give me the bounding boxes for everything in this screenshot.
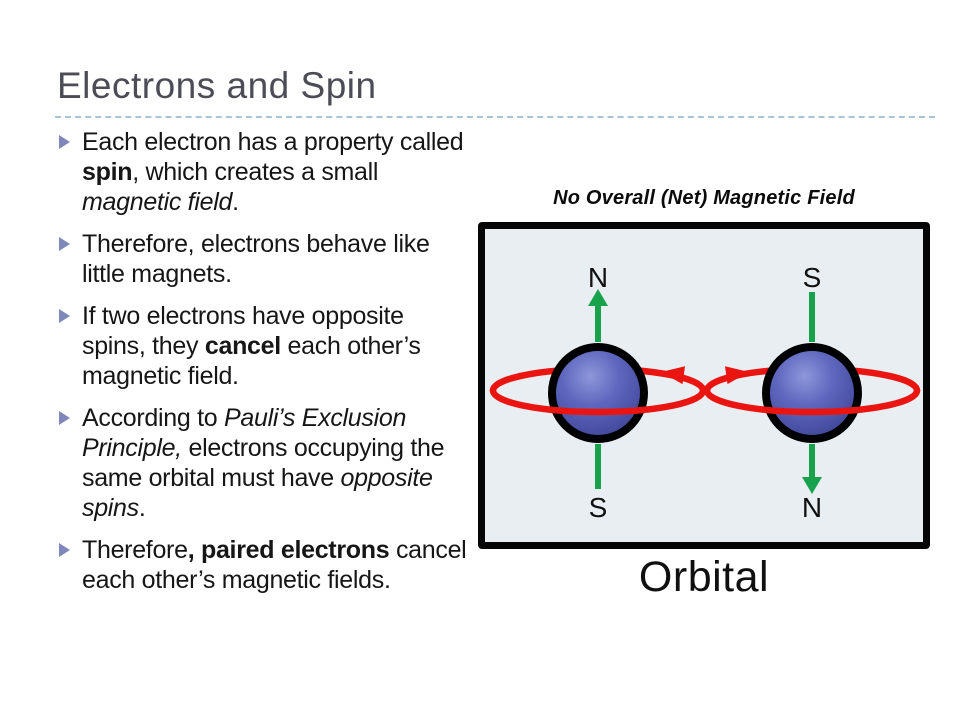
left-top-pole-label: N bbox=[588, 262, 608, 293]
left-spin-arc-front bbox=[489, 387, 707, 416]
bullet-segment: Each electron has a property called bbox=[82, 128, 464, 156]
bullet-segment: each other’s magnetic field. bbox=[82, 332, 421, 390]
bullet-segment: According to bbox=[82, 404, 225, 432]
left-electron: N S bbox=[489, 262, 707, 523]
bullet-segment: cancel each other’s magnetic fields. bbox=[82, 536, 467, 594]
right-electron-sphere bbox=[762, 343, 862, 443]
diagram-title: No Overall (Net) Magnetic Field bbox=[553, 187, 855, 209]
bullet-segment: electrons occupying the same orbital mus… bbox=[82, 434, 445, 492]
orbital-caption: Orbital bbox=[638, 553, 770, 601]
orbital-diagram-svg: N S S N bbox=[489, 262, 921, 523]
bullet-triangle-icon bbox=[59, 135, 70, 149]
bullet-item-2: Therefore, electrons behave like little … bbox=[57, 229, 473, 289]
left-spin-arrowhead-icon bbox=[661, 366, 686, 385]
bullet-item-4: According to Pauli’s Exclusion Principle… bbox=[57, 403, 473, 523]
right-down-arrowhead-icon bbox=[802, 477, 822, 494]
orbital-box: N S S N bbox=[478, 222, 930, 549]
bullet-segment: If two electrons have opposite spins, th… bbox=[82, 302, 404, 360]
bullet-segment-italic: Pauli’s Exclusion Principle, bbox=[82, 404, 407, 462]
bullet-segment: . bbox=[138, 494, 146, 522]
right-bottom-pole-label: N bbox=[802, 492, 822, 523]
right-electron: S N bbox=[703, 262, 921, 523]
bullet-text: Therefore, paired electrons cancel each … bbox=[82, 535, 473, 595]
title-divider bbox=[55, 116, 935, 118]
bullet-triangle-icon bbox=[59, 543, 70, 557]
bullet-segment-bold: spin bbox=[82, 158, 133, 186]
bullet-text: Therefore, electrons behave like little … bbox=[82, 229, 473, 289]
right-spin-arrowhead-icon bbox=[724, 366, 749, 385]
left-electron-sphere bbox=[548, 343, 648, 443]
bullet-segment: , which creates a small bbox=[132, 158, 379, 186]
bullet-text: Each electron has a property called spin… bbox=[82, 127, 473, 217]
bullet-item-1: Each electron has a property called spin… bbox=[57, 127, 473, 217]
bullet-triangle-icon bbox=[59, 237, 70, 251]
bullet-segment-italic: magnetic field bbox=[82, 188, 233, 216]
left-up-arrowhead-icon bbox=[588, 289, 608, 306]
bullet-segment-italic: opposite spins bbox=[82, 464, 433, 522]
bullet-item-3: If two electrons have opposite spins, th… bbox=[57, 301, 473, 391]
bullet-segment: Therefore bbox=[82, 536, 188, 564]
page-title: Electrons and Spin bbox=[57, 65, 377, 106]
bullet-segment-bold: cancel bbox=[204, 332, 281, 360]
bullet-segment: Therefore, electrons behave like little … bbox=[82, 230, 430, 288]
bullet-text: According to Pauli’s Exclusion Principle… bbox=[82, 403, 473, 523]
bullet-triangle-icon bbox=[59, 309, 70, 323]
bullet-segment-bold: , paired electrons bbox=[187, 536, 390, 564]
bullet-triangle-icon bbox=[59, 411, 70, 425]
bullet-text: If two electrons have opposite spins, th… bbox=[82, 301, 473, 391]
bullet-item-5: Therefore, paired electrons cancel each … bbox=[57, 535, 473, 595]
right-spin-arc-front bbox=[703, 387, 921, 416]
bullet-segment: . bbox=[232, 188, 239, 216]
left-bottom-pole-label: S bbox=[589, 492, 608, 523]
bullet-list: Each electron has a property called spin… bbox=[57, 127, 473, 607]
right-top-pole-label: S bbox=[803, 262, 822, 293]
